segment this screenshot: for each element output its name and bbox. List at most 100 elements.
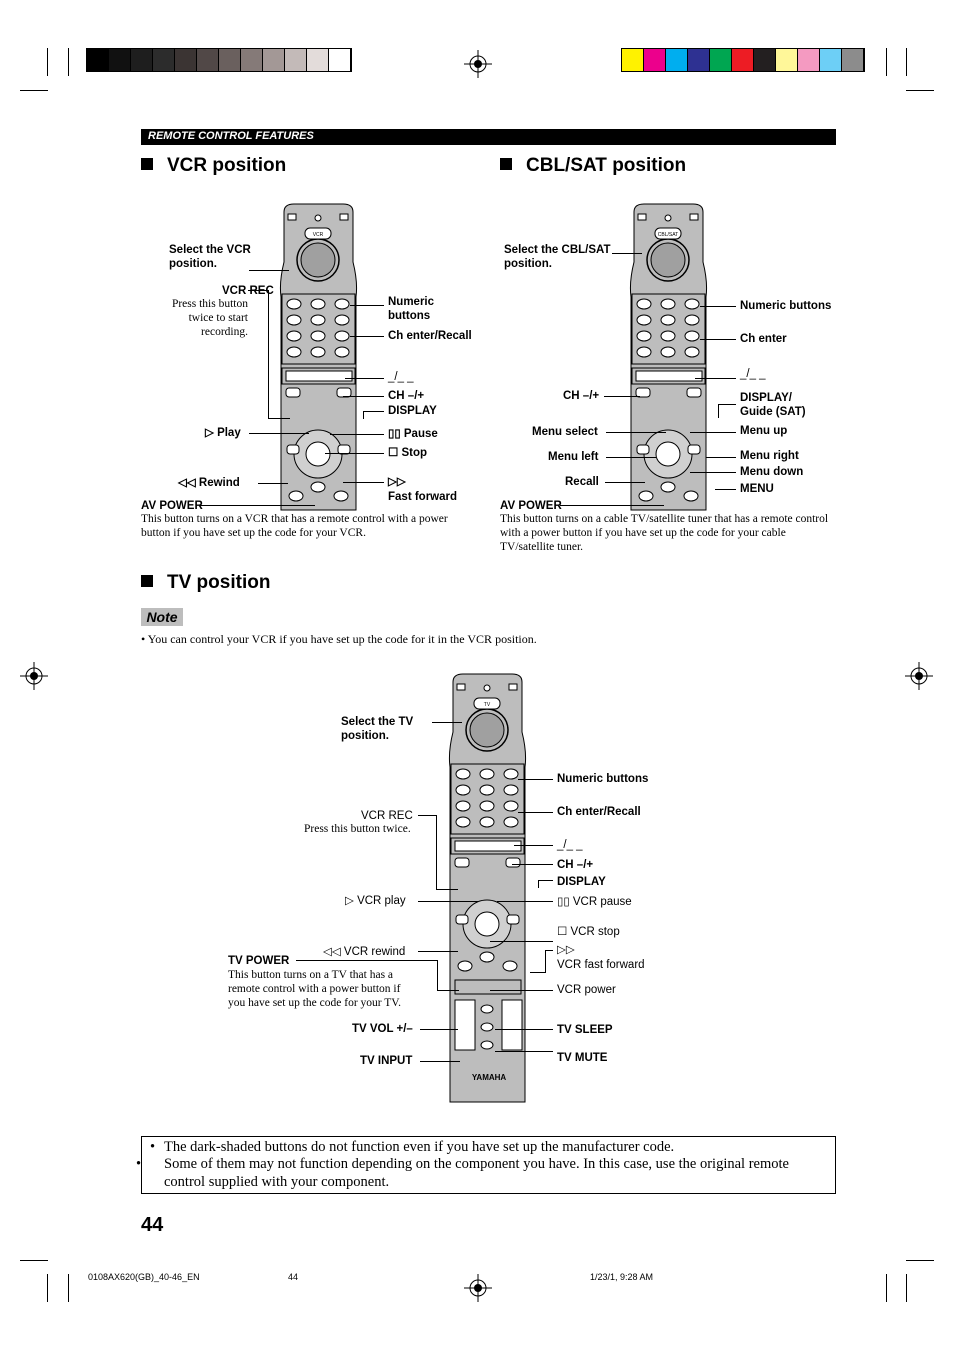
numeric-button bbox=[684, 314, 700, 326]
volume-buttons bbox=[501, 999, 523, 1051]
numeric-button bbox=[684, 346, 700, 358]
vcr-stop-label: ☐ Stop bbox=[388, 447, 428, 459]
registration-mark-icon bbox=[905, 662, 933, 690]
tv-vcr-rewind-label: ◁◁ VCR rewind bbox=[323, 946, 406, 958]
stop-icon: ☐ bbox=[388, 447, 399, 459]
cbl-menu-up-label: Menu up bbox=[740, 425, 788, 437]
tv-note: • You can control your VCR if you have s… bbox=[141, 632, 537, 646]
numeric-button bbox=[334, 330, 350, 342]
numeric-block bbox=[450, 763, 525, 835]
position-button-label: CBL/SAT bbox=[658, 232, 678, 238]
vcr-dash-label: _/_ _ bbox=[388, 371, 414, 383]
section-header-label: REMOTE CONTROL FEATURES bbox=[148, 130, 314, 142]
cursor-center bbox=[474, 911, 500, 937]
position-button-label: VCR bbox=[313, 232, 324, 238]
color-swatch bbox=[798, 49, 820, 71]
tv-vcr-ff-icon: ▷▷ bbox=[557, 944, 575, 956]
pause-icon: ▯▯ bbox=[388, 428, 401, 440]
vcr-av-power-desc: This button turns on a VCR that has a re… bbox=[141, 513, 448, 539]
vcr-ff-label: Fast forward bbox=[388, 491, 458, 503]
vcr-numeric-label: Numeric buttons bbox=[388, 296, 435, 322]
vcr-rec-label: VCR REC bbox=[222, 285, 274, 297]
footer-date: 1/23/1, 9:28 AM bbox=[590, 1272, 654, 1282]
remote-control-vcr: VCR bbox=[279, 203, 358, 511]
crop-mark bbox=[47, 1274, 48, 1302]
numeric-button bbox=[503, 784, 519, 796]
numeric-button bbox=[455, 768, 471, 780]
color-swatch bbox=[109, 49, 131, 71]
numeric-block bbox=[281, 293, 356, 365]
tv-vcr-power-label: VCR power bbox=[557, 984, 616, 996]
color-swatch bbox=[710, 49, 732, 71]
cbl-recall-label: Recall bbox=[565, 476, 599, 488]
numeric-button bbox=[286, 314, 302, 326]
vcr-av-power-label: AV POWER bbox=[141, 500, 203, 512]
pause-icon: ▯▯ bbox=[557, 896, 570, 908]
tv-input-label: TV INPUT bbox=[360, 1055, 413, 1067]
footer-file: 0108AX620(GB)_40-46_EN bbox=[88, 1272, 200, 1282]
numeric-button bbox=[334, 298, 350, 310]
numeric-button bbox=[479, 784, 495, 796]
vcr-ch-enter-label: Ch enter/Recall bbox=[388, 330, 472, 342]
color-swatch bbox=[153, 49, 175, 71]
grayscale-bar bbox=[86, 48, 352, 72]
color-swatch bbox=[175, 49, 197, 71]
tv-power-label: TV POWER bbox=[228, 955, 290, 967]
color-swatch bbox=[87, 49, 109, 71]
crop-mark bbox=[906, 1274, 907, 1302]
color-swatch bbox=[131, 49, 153, 71]
numeric-button bbox=[479, 768, 495, 780]
cbl-av-power-label: AV POWER bbox=[500, 500, 562, 512]
play-icon: ▷ bbox=[205, 427, 214, 439]
tv-vcr-stop-label: ☐ VCR stop bbox=[557, 926, 620, 938]
tv-power-desc: This button turns on a TV that has a rem… bbox=[228, 969, 401, 1009]
vcr-ch-label: CH –/+ bbox=[388, 390, 425, 402]
numeric-button bbox=[455, 800, 471, 812]
cbl-menu-right-label: Menu right bbox=[740, 450, 799, 462]
numeric-button bbox=[660, 330, 676, 342]
tv-mute-label: TV MUTE bbox=[557, 1052, 608, 1064]
vcr-display-label: DISPLAY bbox=[388, 405, 437, 417]
play-icon: ▷ bbox=[345, 895, 354, 907]
tv-vcr-ff-label: VCR fast forward bbox=[557, 959, 645, 971]
crop-mark bbox=[906, 1260, 934, 1261]
numeric-button bbox=[310, 346, 326, 358]
vcr-pause-label: ▯▯ Pause bbox=[388, 428, 438, 440]
bottom-notes: •The dark-shaded buttons do not function… bbox=[136, 1136, 836, 1194]
stop-icon: ☐ bbox=[557, 926, 568, 938]
numeric-button bbox=[455, 784, 471, 796]
numeric-button bbox=[310, 298, 326, 310]
numeric-button bbox=[684, 330, 700, 342]
tv-vcr-rec-label: VCR REC bbox=[361, 810, 413, 822]
remote-body bbox=[448, 673, 527, 1103]
numeric-button bbox=[310, 330, 326, 342]
tv-vol-buttons bbox=[454, 999, 476, 1051]
color-swatch bbox=[688, 49, 710, 71]
numeric-button bbox=[286, 298, 302, 310]
numeric-button bbox=[310, 314, 326, 326]
crop-mark bbox=[68, 48, 69, 76]
color-swatch bbox=[197, 49, 219, 71]
vcr-rewind-label: ◁◁ Rewind bbox=[178, 477, 240, 489]
numeric-button bbox=[286, 346, 302, 358]
crop-mark bbox=[886, 48, 887, 76]
tv-numeric-label: Numeric buttons bbox=[557, 773, 649, 785]
cbl-menu-left-label: Menu left bbox=[548, 451, 599, 463]
cursor-center bbox=[305, 441, 331, 467]
cbl-dash-label: _/_ _ bbox=[740, 368, 766, 380]
numeric-button bbox=[334, 314, 350, 326]
color-swatch bbox=[644, 49, 666, 71]
vcr-position-heading: VCR position bbox=[141, 155, 286, 177]
color-swatch bbox=[241, 49, 263, 71]
crop-mark bbox=[906, 48, 907, 76]
numeric-button bbox=[660, 298, 676, 310]
rewind-icon: ◁◁ bbox=[323, 946, 341, 958]
color-swatch bbox=[329, 49, 351, 71]
numeric-button bbox=[455, 816, 471, 828]
cbl-menu-label: MENU bbox=[740, 483, 774, 495]
cbl-ch-label: CH –/+ bbox=[563, 390, 600, 402]
vcr-play-label: ▷ Play bbox=[205, 427, 241, 439]
tv-display-label: DISPLAY bbox=[557, 876, 606, 888]
tv-vol-label: TV VOL +/– bbox=[352, 1023, 413, 1035]
